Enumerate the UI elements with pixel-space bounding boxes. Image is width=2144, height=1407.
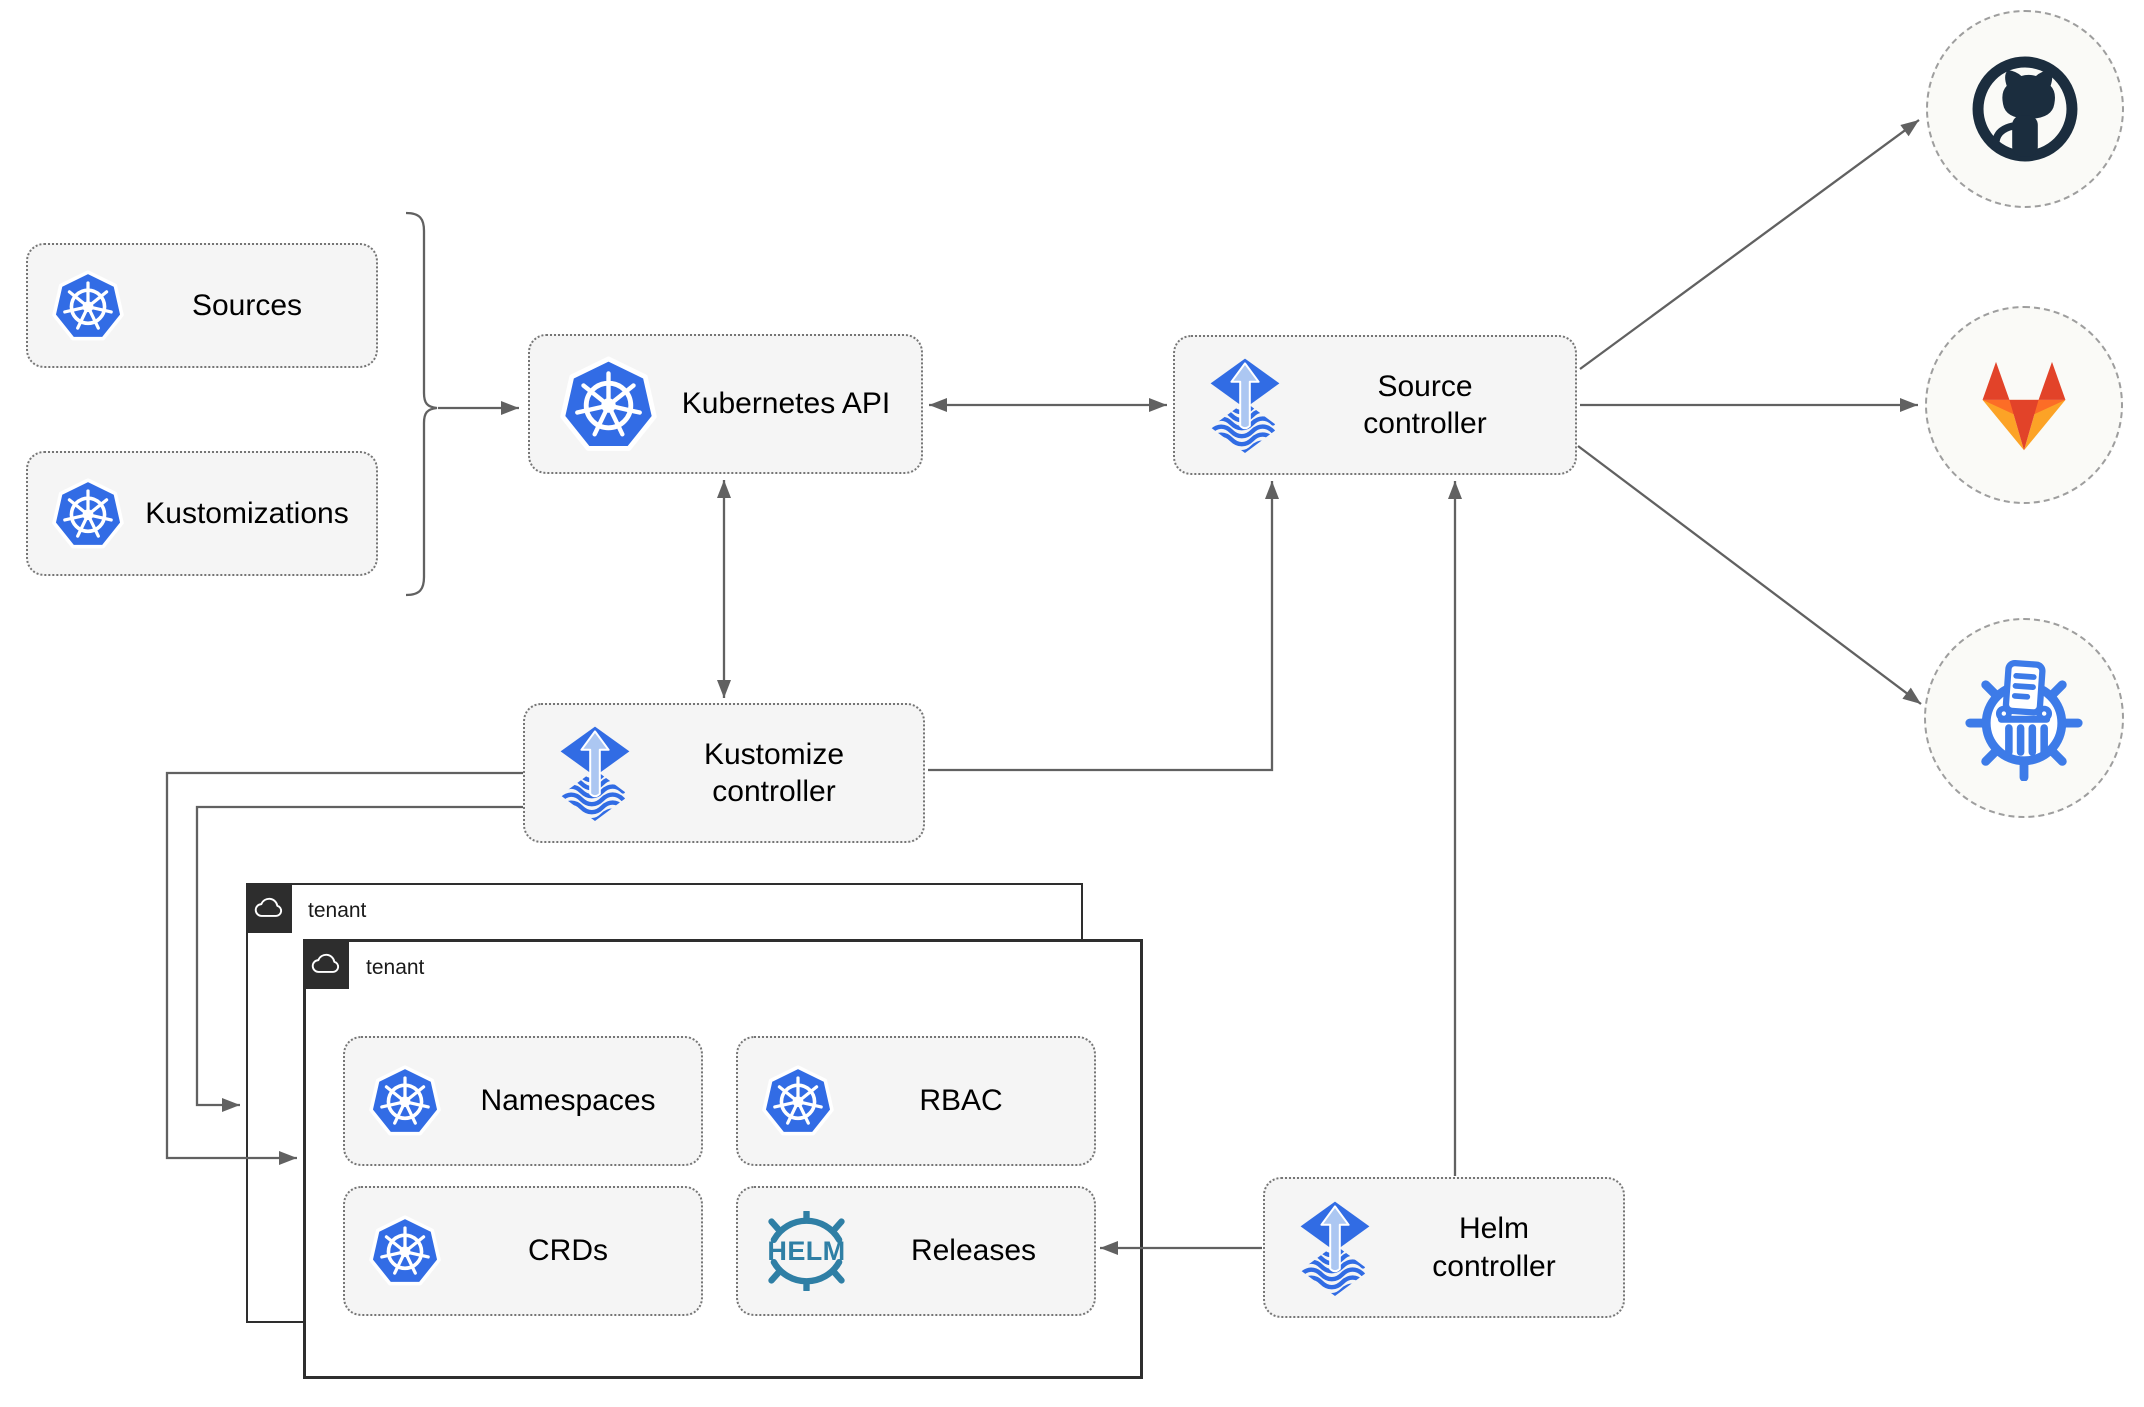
cloud-icon xyxy=(254,897,284,919)
edge-source-to-github xyxy=(1579,119,1920,370)
kubernetes-icon xyxy=(52,478,124,550)
node-sources: Sources xyxy=(26,243,378,368)
edge-kustomize-to-source-controller xyxy=(928,481,1279,772)
node-kubernetes-api: Kubernetes API xyxy=(528,334,923,474)
gitlab-endpoint xyxy=(1925,306,2123,504)
node-label: CRDs xyxy=(528,1234,608,1268)
node-helm-controller: Helm controller xyxy=(1263,1177,1625,1318)
node-label: Releases xyxy=(910,1234,1037,1268)
kubernetes-icon xyxy=(369,1065,441,1137)
node-kustomize-controller: Kustomize controller xyxy=(523,703,925,843)
manifests-endpoint xyxy=(1924,618,2124,818)
node-releases: Releases xyxy=(736,1186,1096,1316)
node-label: Kustomizations xyxy=(145,496,349,530)
node-label: Helm controller xyxy=(1432,1212,1556,1283)
node-source-controller: Source controller xyxy=(1173,335,1577,475)
kubernetes-manifests-icon xyxy=(1961,655,2087,781)
tenant-group-front: tenant Namespaces RBAC CRDs Releases xyxy=(303,939,1143,1379)
edge-source-to-manifests xyxy=(1577,445,1922,705)
node-label: Namespaces xyxy=(480,1084,656,1118)
node-crds: CRDs xyxy=(343,1186,703,1316)
node-label: Kubernetes API xyxy=(681,387,891,421)
gitlab-icon xyxy=(1968,355,2080,456)
flux-icon xyxy=(1299,1199,1371,1297)
helm-icon xyxy=(754,1211,859,1291)
flux-icon xyxy=(559,724,631,822)
edge-brace xyxy=(405,211,438,597)
tenant-label: tenant xyxy=(308,899,367,922)
node-kustomizations: Kustomizations xyxy=(26,451,378,576)
node-label: Source controller xyxy=(1363,369,1487,441)
kubernetes-icon xyxy=(369,1215,441,1287)
flux-icon xyxy=(1209,356,1281,454)
tenant-tab xyxy=(303,939,349,989)
node-label: Kustomize controller xyxy=(703,737,845,809)
node-label: RBAC xyxy=(919,1084,1003,1118)
kubernetes-icon xyxy=(762,1065,834,1137)
kubernetes-icon xyxy=(52,270,124,342)
cloud-icon xyxy=(311,953,341,975)
kubernetes-icon xyxy=(560,356,657,453)
node-namespaces: Namespaces xyxy=(343,1036,703,1166)
github-endpoint xyxy=(1926,10,2124,208)
github-icon xyxy=(1964,48,2086,170)
node-label: Sources xyxy=(191,288,303,322)
tenant-label: tenant xyxy=(366,956,425,979)
node-rbac: RBAC xyxy=(736,1036,1096,1166)
tenant-tab xyxy=(245,882,292,933)
